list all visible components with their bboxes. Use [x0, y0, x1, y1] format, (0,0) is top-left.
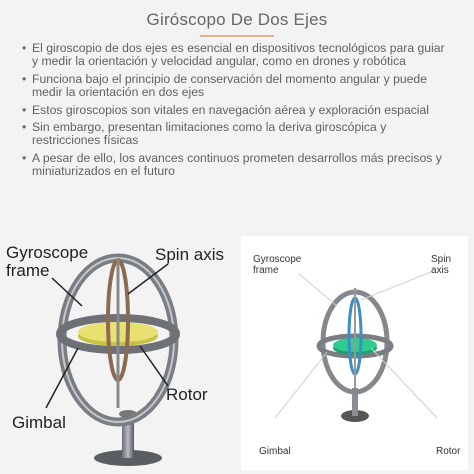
bullet-item: Estos giroscopios son vitales en navegac… — [22, 103, 452, 118]
label-gyroscope-frame: Gyroscope frame — [253, 254, 302, 276]
bullet-list: El giroscopio de dos ejes es esencial en… — [22, 41, 452, 183]
gyroscope-left-drawing — [45, 253, 180, 466]
label-rotor: Rotor — [436, 446, 461, 457]
bullet-item: A pesar de ello, los avances continuos p… — [22, 151, 452, 179]
bullet-item: Funciona bajo el principio de conservaci… — [22, 72, 452, 100]
label-gimbal: Gimbal — [12, 413, 66, 432]
label-gyroscope-frame: Gyroscope frame — [6, 243, 89, 280]
label-rotor: Rotor — [166, 385, 208, 404]
page-title: Giróscopo De Dos Ejes — [146, 10, 328, 29]
label-spin-axis: Spin axis — [431, 254, 452, 276]
label-spin-axis: Spin axis — [155, 245, 224, 264]
gyroscope-right-drawing — [274, 271, 438, 422]
gyroscope-illustration-left: Gyroscope frame Spin axis Gimbal Rotor — [0, 236, 232, 474]
stand-post — [352, 388, 358, 416]
title-underline — [200, 35, 274, 37]
label-gimbal: Gimbal — [259, 446, 291, 457]
gyroscope-illustration-right: Gyroscope frame Spin axis Gimbal Rotor — [241, 236, 468, 470]
bullet-item: Sin embargo, presentan limitaciones como… — [22, 120, 452, 148]
bullet-item: El giroscopio de dos ejes es esencial en… — [22, 41, 452, 69]
